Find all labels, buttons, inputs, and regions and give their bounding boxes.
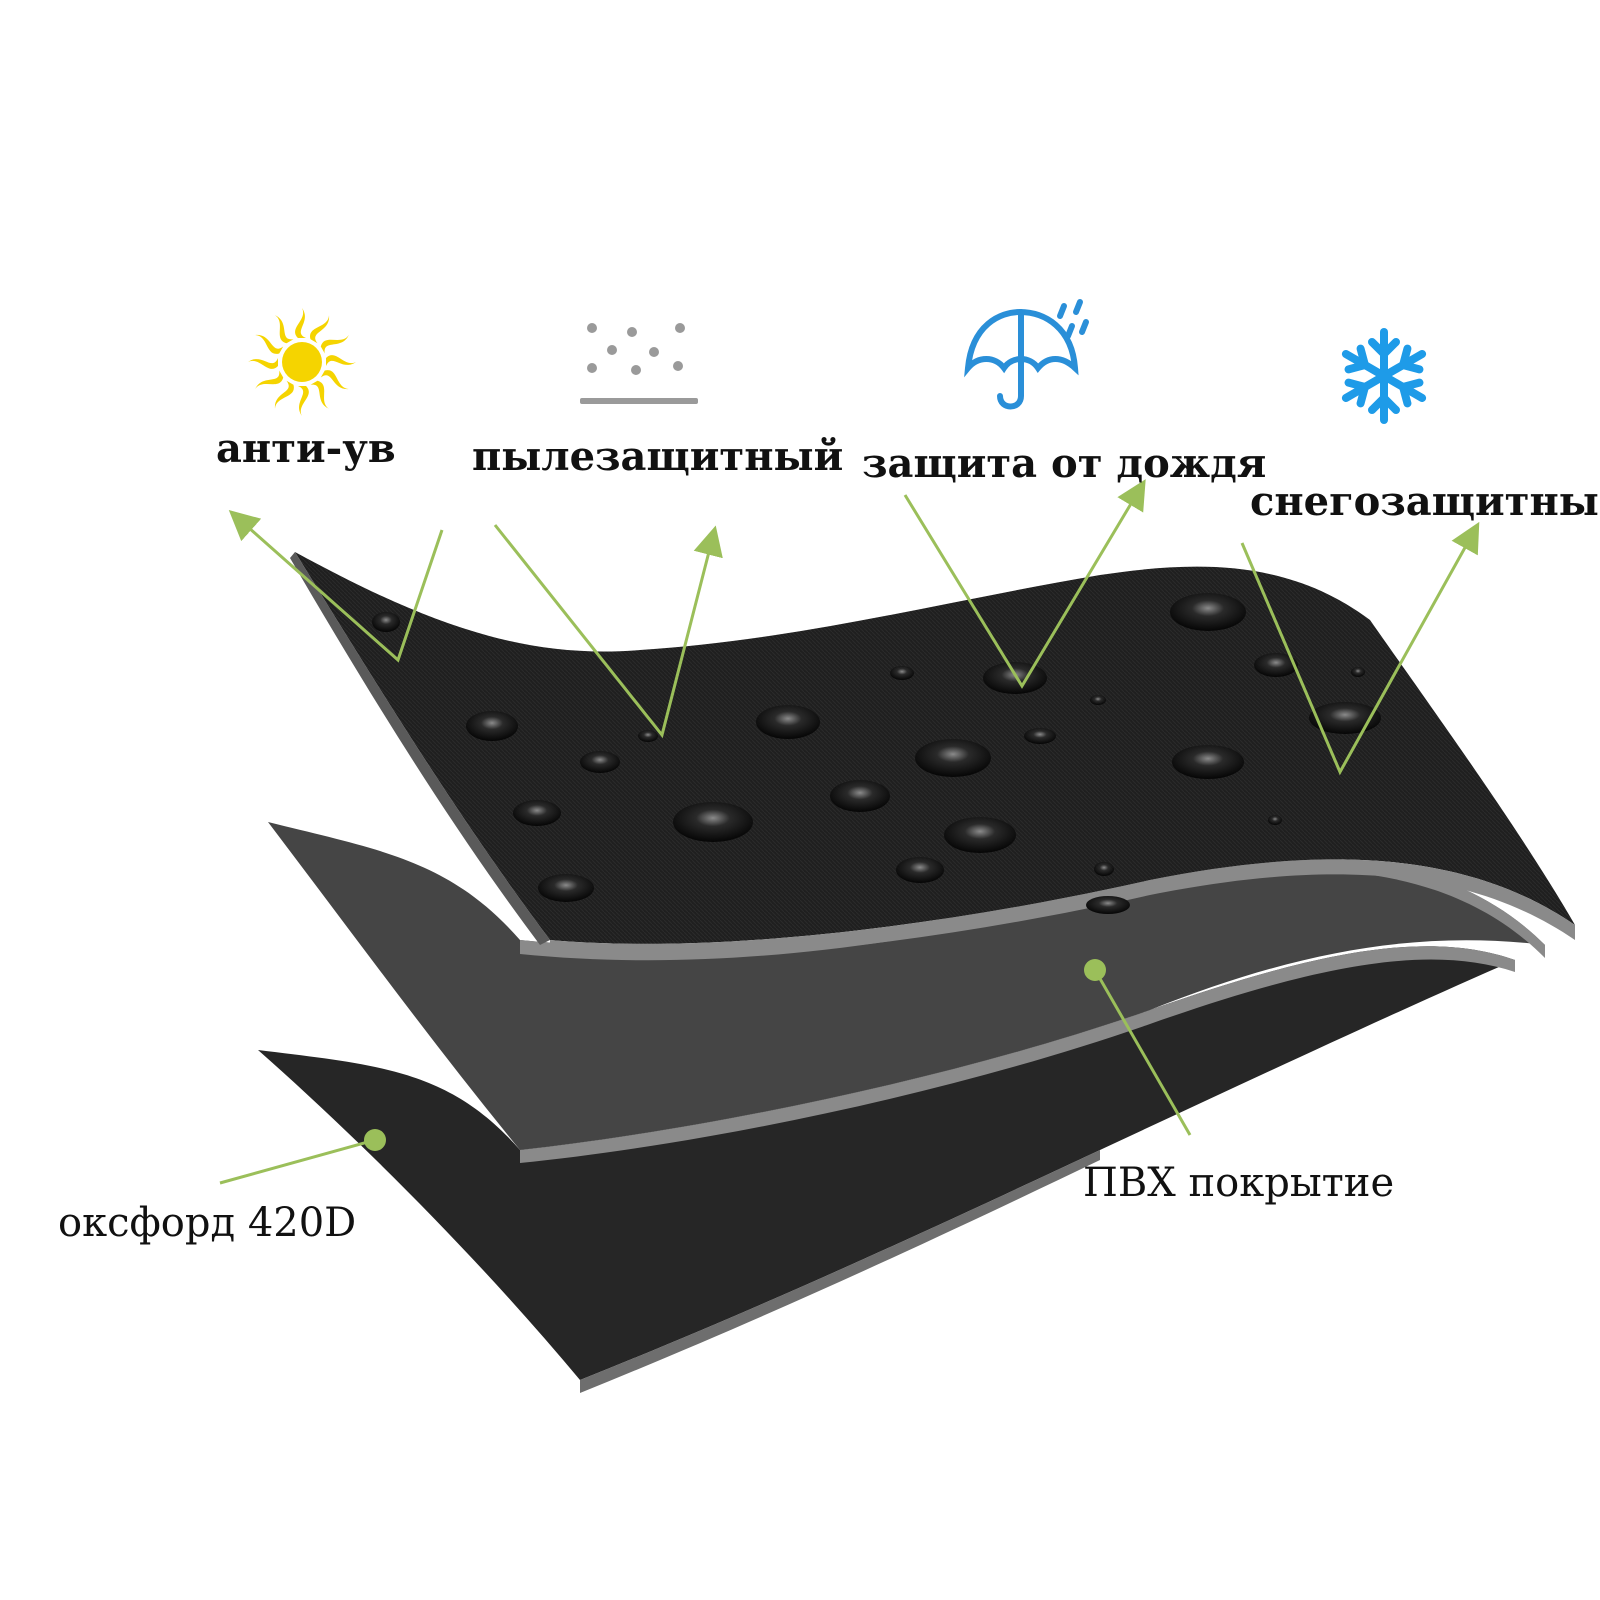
droplet	[756, 705, 820, 739]
dust-arrow	[493, 524, 723, 739]
droplet	[1309, 702, 1381, 734]
droplet	[638, 730, 658, 742]
droplet	[513, 800, 561, 826]
uv-arrow	[228, 510, 444, 663]
droplet	[1170, 593, 1246, 631]
droplet	[673, 802, 753, 842]
droplet	[1024, 728, 1056, 744]
dust-label: пылезащитный	[472, 433, 844, 480]
droplet	[372, 612, 400, 632]
droplet	[896, 857, 944, 883]
oxford-layer-label: оксфорд 420D	[58, 1200, 357, 1246]
droplet	[983, 662, 1047, 694]
droplet	[1351, 667, 1365, 677]
droplet	[1090, 695, 1106, 705]
pvc-layer-label: ПВХ покрытие	[1083, 1160, 1395, 1206]
pvc-pointer-dot	[1084, 959, 1106, 981]
droplet	[538, 874, 594, 902]
oxford-pointer-line	[219, 1138, 376, 1185]
droplet	[1268, 815, 1282, 825]
oxford-pointer-dot	[364, 1129, 386, 1151]
feature-arrows	[219, 479, 1480, 1185]
droplet	[580, 751, 620, 773]
droplet	[830, 780, 890, 812]
droplet	[890, 666, 914, 680]
droplet	[1254, 653, 1298, 677]
droplet	[944, 817, 1016, 853]
pvc-pointer-line	[1093, 969, 1192, 1136]
water-droplets	[372, 593, 1381, 914]
uv-label: анти-ув	[216, 425, 396, 472]
umbrella-icon	[964, 299, 1089, 410]
dust-icon	[580, 323, 698, 404]
snowflake-icon	[1341, 328, 1427, 424]
oxford-layer	[258, 946, 1515, 1393]
droplet	[915, 739, 991, 777]
sun-icon	[248, 308, 356, 416]
rain-arrow	[903, 479, 1146, 689]
droplet	[466, 711, 518, 741]
snow-label: снегозащитный	[1250, 478, 1600, 525]
droplet	[1172, 745, 1244, 779]
snow-arrow	[1240, 521, 1480, 776]
droplet	[1086, 896, 1130, 914]
rain-label: защита от дождя	[862, 440, 1267, 487]
droplet	[1094, 862, 1114, 876]
